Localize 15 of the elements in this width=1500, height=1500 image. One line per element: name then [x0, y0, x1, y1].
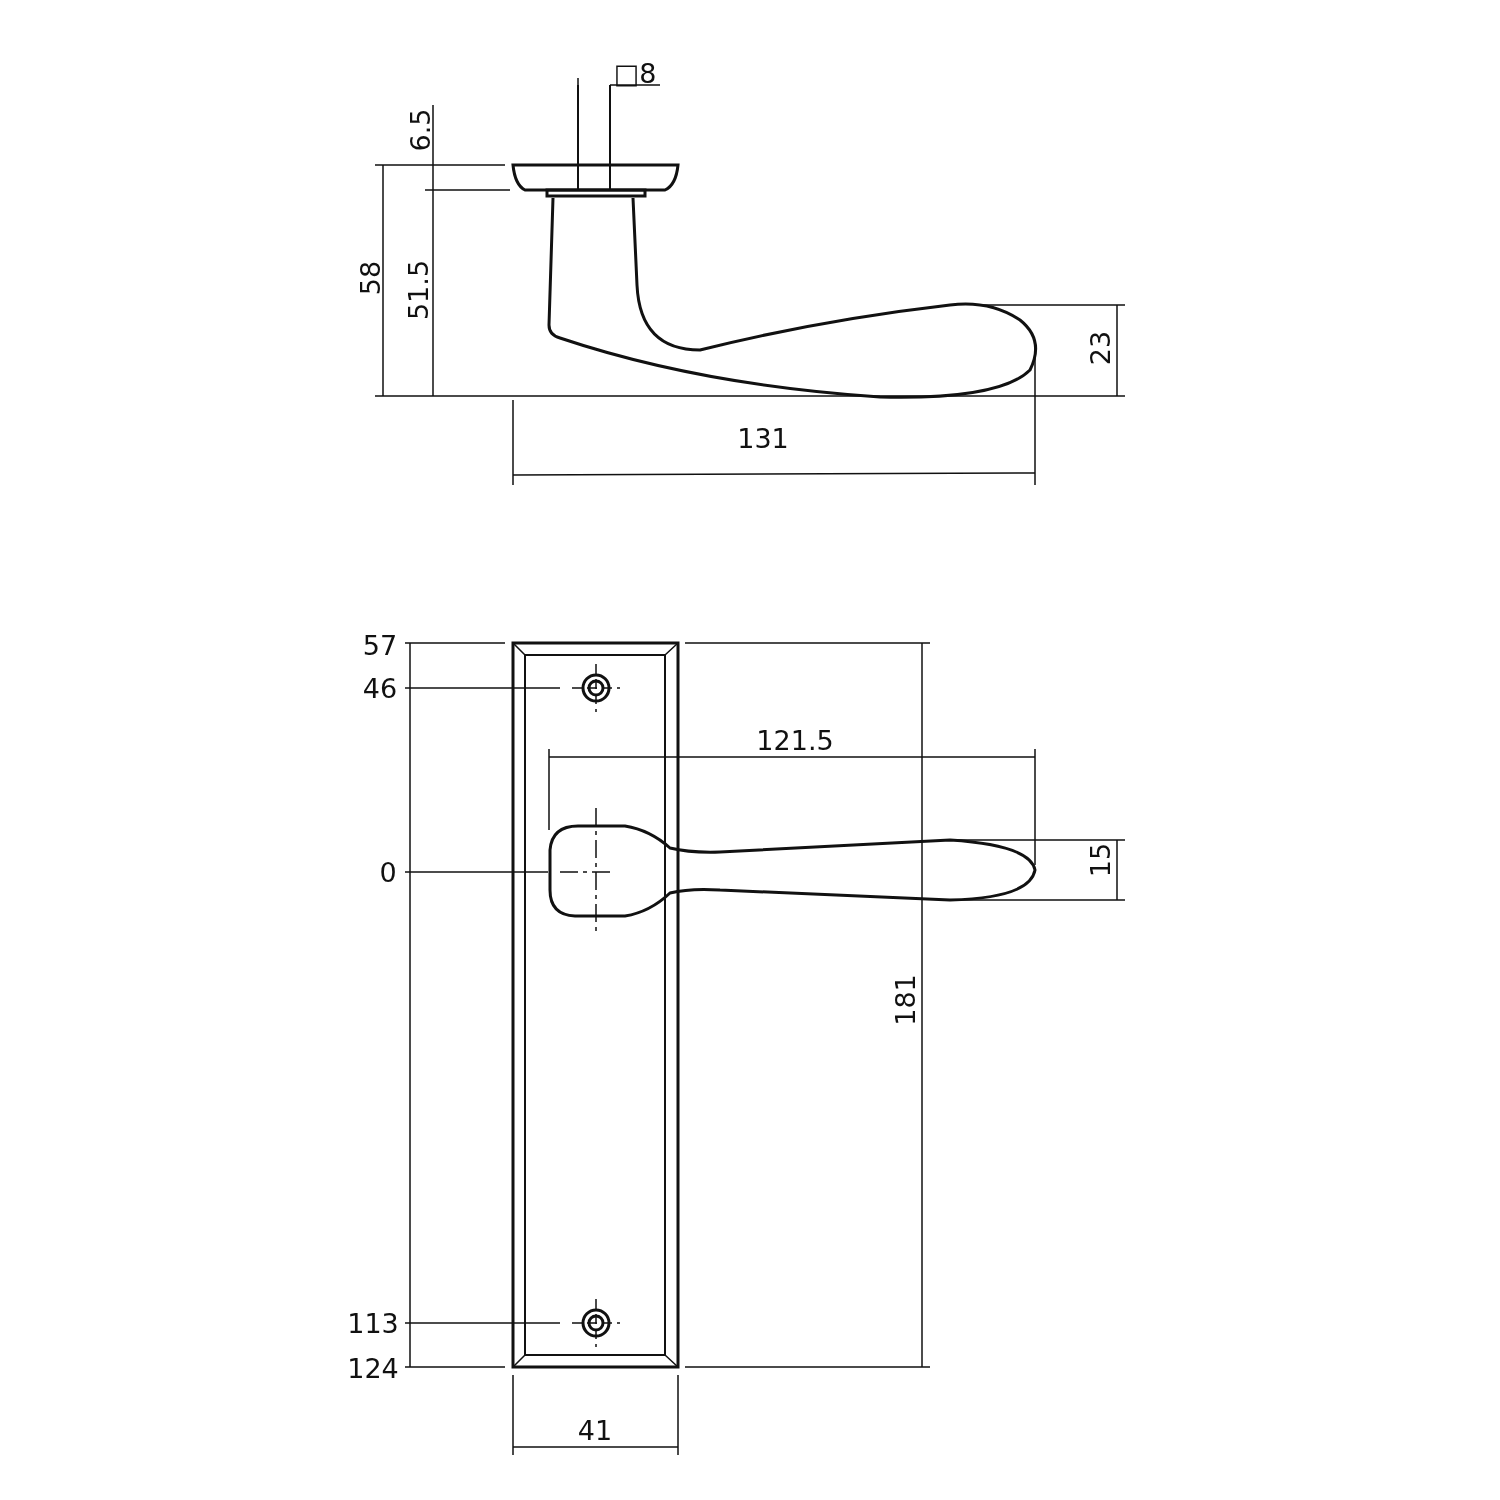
dimension-label: 41 — [577, 1416, 613, 1444]
dimension-label: 46 — [362, 674, 398, 702]
dimension-label: 0 — [379, 858, 397, 886]
dimension-label: 58 — [356, 260, 384, 296]
dimension-label: 124 — [347, 1354, 399, 1382]
dimension-label: 6.5 — [406, 108, 434, 152]
dimension-label: 121.5 — [756, 726, 834, 754]
dimension-label: □8 — [613, 59, 657, 87]
dimension-label: 57 — [362, 631, 398, 659]
dimension-label: 181 — [891, 974, 919, 1026]
dimension-label: 131 — [737, 424, 789, 452]
dimension-label: 51.5 — [404, 259, 432, 321]
dimension-label: 15 — [1086, 842, 1114, 878]
dimension-label: 23 — [1086, 330, 1114, 366]
dimension-label: 113 — [347, 1309, 399, 1337]
